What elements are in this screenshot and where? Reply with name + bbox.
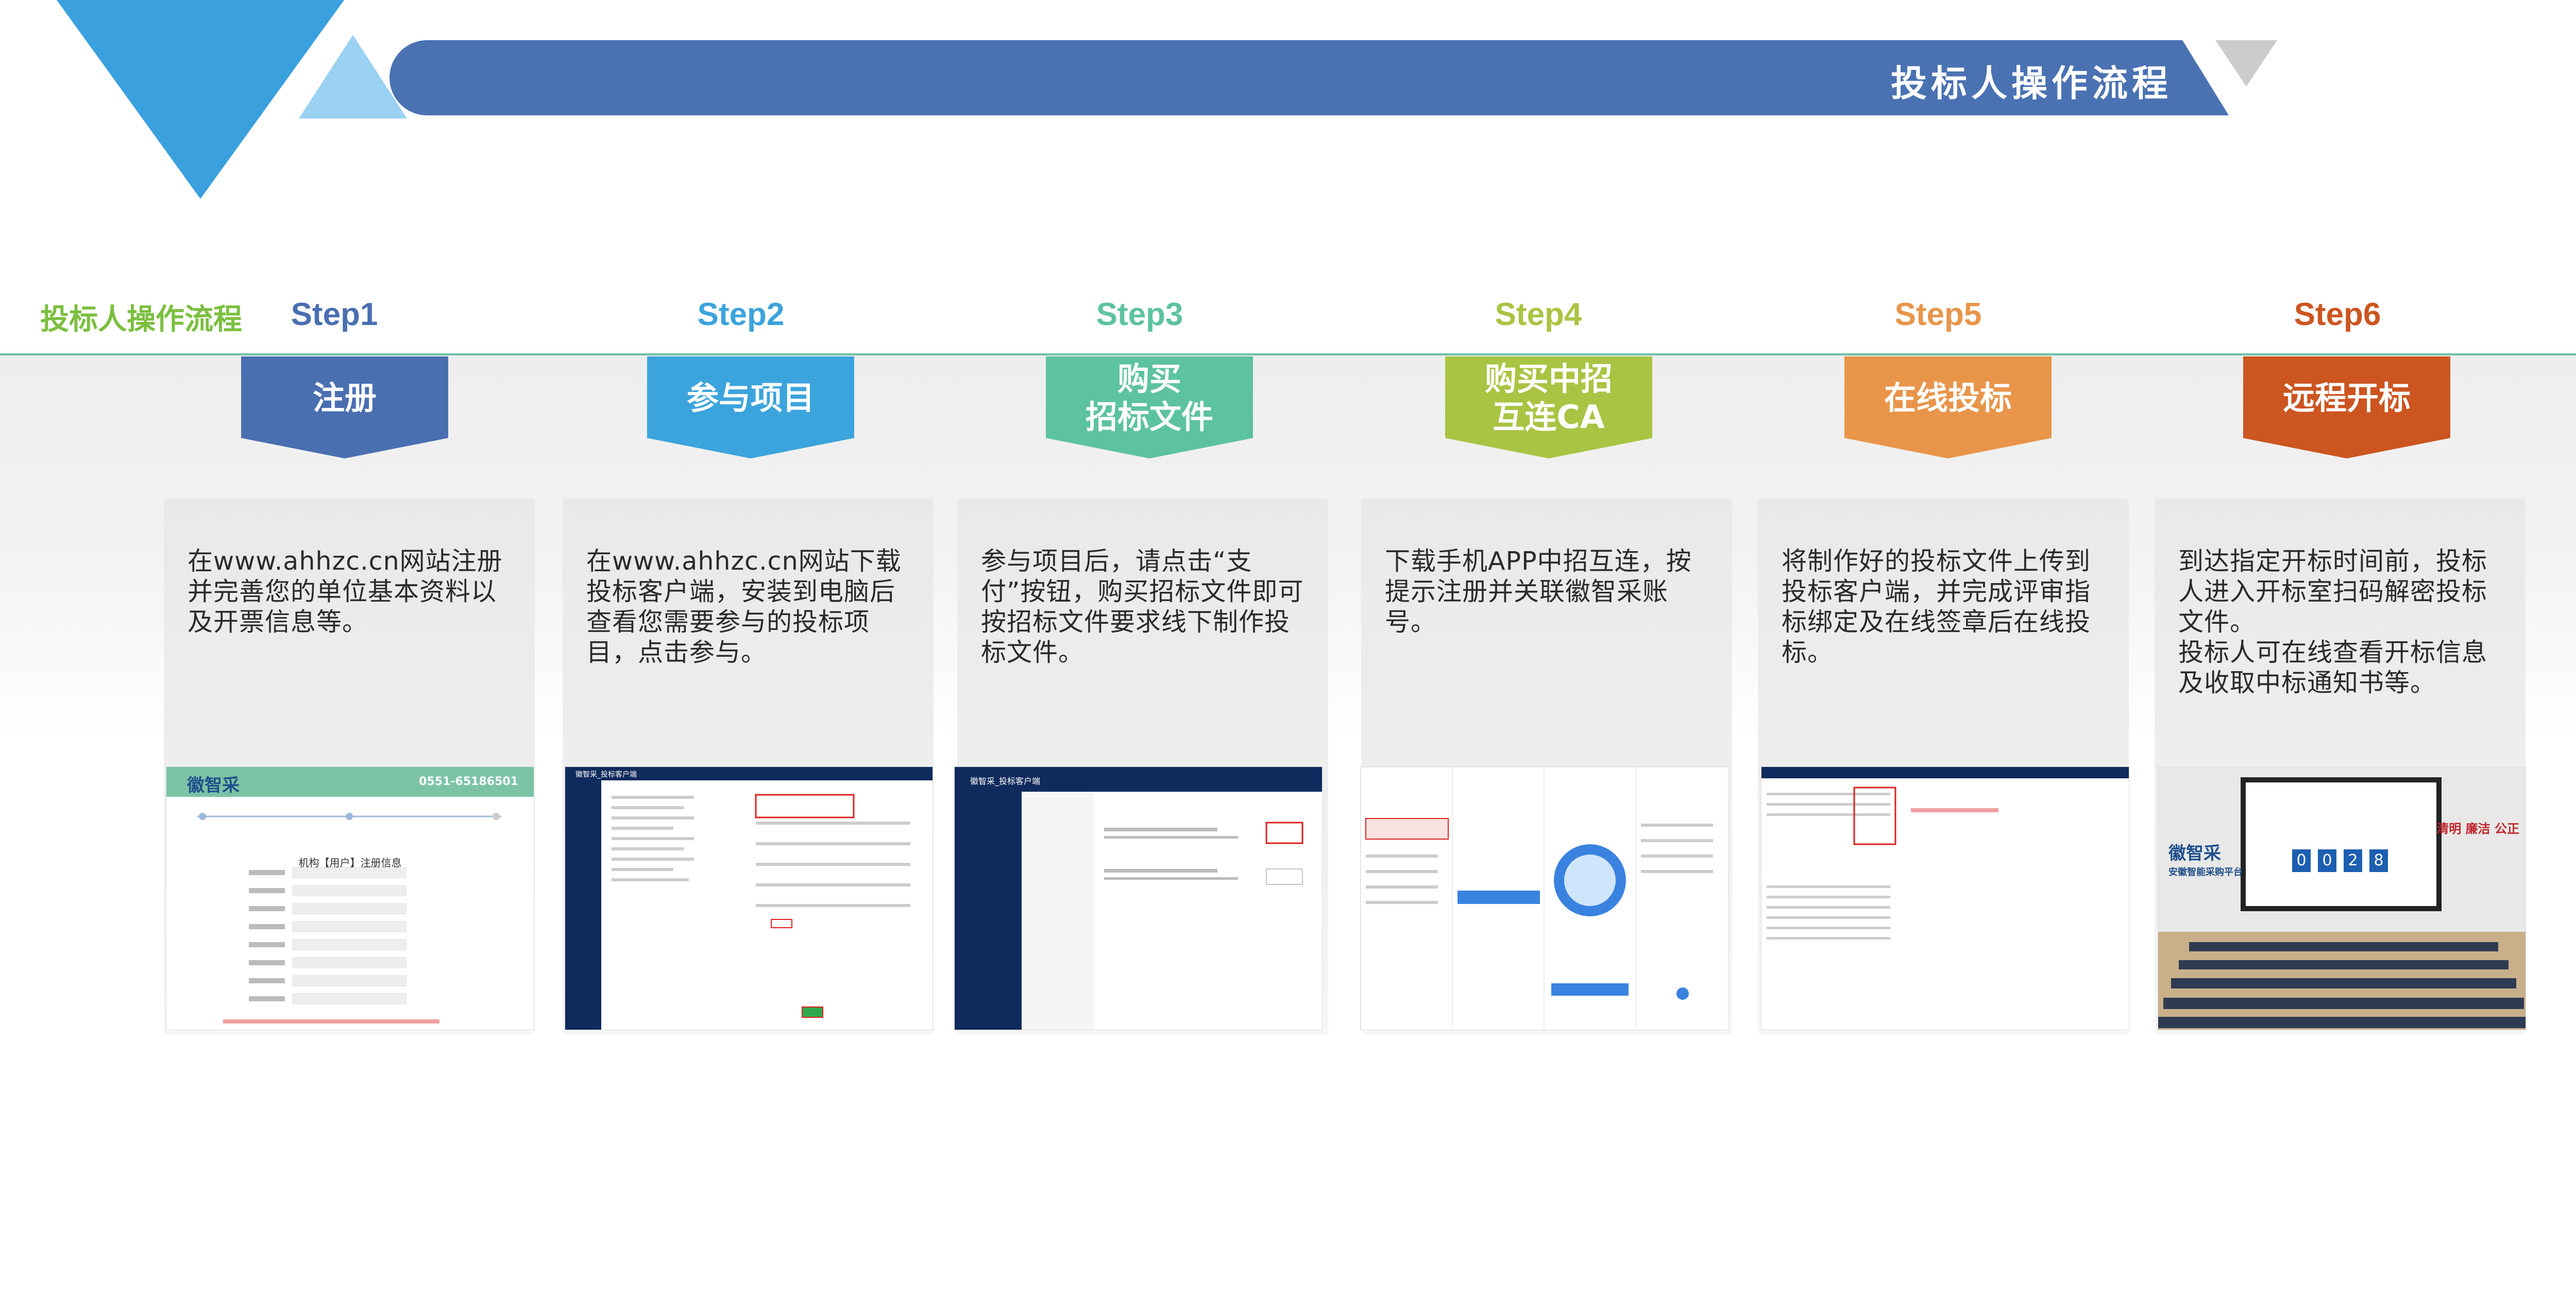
step-3-tag-text: 购买 招标文件 [1085, 360, 1213, 436]
client-title: 徽智采_投标客户端 [575, 771, 637, 779]
step-6-screenshot: 徽智采 安徽智能采购平台 0 0 2 8 清明 廉洁 公正 [2158, 766, 2526, 1030]
step-3-tag: 购买 招标文件 [1046, 356, 1253, 458]
step-5-screenshot [1761, 766, 2129, 1030]
right-triangle-decoration [2215, 40, 2277, 87]
site-header-bar: 徽智采 0551-65186501 [166, 767, 534, 797]
step-5-tag-text: 在线投标 [1884, 379, 2012, 417]
mobile-app-mock [1361, 767, 1728, 1030]
step-2-label: Step2 [697, 297, 785, 332]
corner-triangle-small [299, 35, 407, 118]
platform-logo: 徽智采 [2168, 843, 2221, 864]
step-2-tag-text: 参与项目 [686, 379, 815, 417]
step-4-tag-text: 购买中招 互连CA [1484, 360, 1613, 436]
audience-seats-illustration [2158, 932, 2526, 1030]
step-6-label: Step6 [2294, 297, 2381, 332]
band-top-line [0, 353, 2576, 355]
step-2-tag: 参与项目 [647, 356, 854, 458]
step-4-screenshot [1360, 766, 1728, 1030]
client-title-bar: 徽智采_投标客户端 [565, 767, 933, 780]
countdown-digit: 0 [2292, 849, 2311, 872]
step-1-tag: 注册 [241, 356, 448, 458]
form-title: 机构【用户】注册信息 [298, 857, 402, 869]
step-2-screenshot: 徽智采_投标客户端 [565, 766, 933, 1030]
step-1-description: 在www.ahhzc.cn网站注册并完善您的单位基本资料以及开票信息等。 [188, 547, 503, 637]
site-logo: 徽智采 [187, 775, 240, 796]
header-banner: 投标人操作流程 [389, 40, 2229, 115]
purchase-list-mock [1104, 822, 1303, 885]
step-1-label: Step1 [291, 297, 378, 332]
step-4-tag: 购买中招 互连CA [1445, 356, 1652, 458]
step-3-screenshot: 徽智采_投标客户端 [954, 766, 1323, 1030]
countdown-digit: 8 [2369, 849, 2388, 872]
slogan: 清明 廉洁 公正 [2436, 822, 2519, 836]
step-5-tag: 在线投标 [1844, 356, 2052, 458]
step-3-description: 参与项目后，请点击“支付”按钮，购买招标文件即可按招标文件要求线下制作投标文件。 [981, 547, 1304, 667]
page-title: 投标人操作流程 [1891, 62, 2172, 105]
countdown-digit: 0 [2318, 849, 2336, 872]
section-label: 投标人操作流程 [40, 303, 242, 336]
client-title-bar: 徽智采_投标客户端 [955, 767, 1322, 792]
client-title: 徽智采_投标客户端 [970, 776, 1041, 786]
header-decoration [57, 0, 2277, 199]
step-6-description: 到达指定开标时间前，投标人进入开标室扫码解密投标文件。 投标人可在线查看开标信息… [2178, 547, 2488, 697]
step-4-description: 下载手机APP中招互连，按提示注册并关联徽智采账号。 [1385, 547, 1692, 637]
registration-form-mock [197, 813, 501, 1023]
step-6-tag-text: 远程开标 [2282, 379, 2411, 417]
step-6-tag: 远程开标 [2243, 356, 2450, 458]
step-5-description: 将制作好的投标文件上传到投标客户端，并完成评审指标绑定及在线签章后在线投标。 [1782, 547, 2091, 667]
countdown-timer: 0 0 2 8 [2292, 849, 2388, 872]
client-subnav [1022, 792, 1094, 1030]
corner-triangle-large [57, 0, 344, 199]
step-2-description: 在www.ahhzc.cn网站下载投标客户端，安装到电脑后查看您需要参与的投标项… [586, 547, 902, 667]
countdown-digit: 2 [2344, 849, 2362, 872]
step-1-screenshot: 徽智采 0551-65186501 机构【用户】注册信息 [166, 766, 534, 1030]
project-detail-mock [612, 794, 910, 1018]
step-5-label: Step5 [1894, 297, 1982, 332]
platform-subtitle: 安徽智能采购平台 [2168, 867, 2243, 878]
client-sidebar [955, 792, 1022, 1030]
online-bid-mock [1761, 767, 2129, 940]
step-4-label: Step4 [1495, 297, 1582, 332]
service-phone: 0551-65186501 [419, 775, 518, 788]
step-1-tag-text: 注册 [312, 379, 377, 417]
step-3-label: Step3 [1096, 297, 1183, 332]
bid-opening-screen [2241, 777, 2442, 911]
client-sidebar [565, 780, 601, 1030]
